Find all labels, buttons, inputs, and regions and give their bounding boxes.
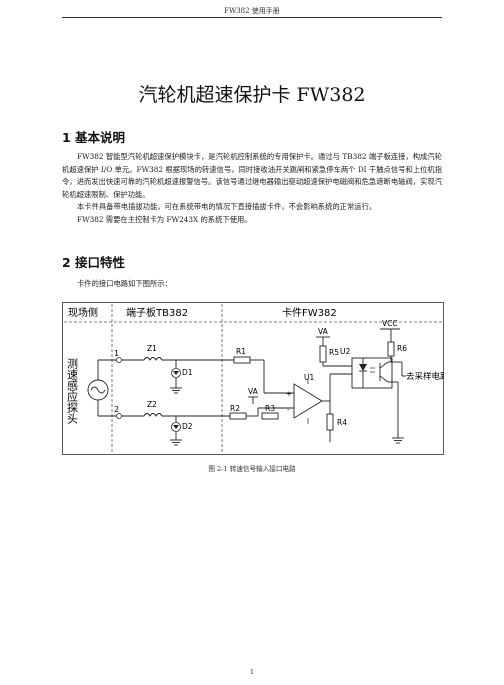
led-icon: [359, 364, 367, 371]
r6-label: R6: [397, 344, 407, 353]
d1-label: D1: [182, 368, 193, 377]
region-card-label: 卡件FW382: [282, 306, 337, 319]
circuit-diagram: 现场侧 端子板TB382 卡件FW382 测速感应探头 1 2 Z1 Z2 D1…: [62, 302, 444, 455]
d2-label: D2: [182, 422, 193, 431]
diode-d1-icon: [171, 368, 181, 378]
opamp-minus-label: -: [287, 406, 290, 414]
u2-label: U2: [340, 347, 350, 356]
resistor-r1-icon: [233, 356, 251, 364]
r2-label: R2: [230, 404, 240, 413]
va-label-2: VA: [318, 327, 329, 336]
opamp-u1-icon: [293, 383, 323, 419]
section-1-paragraph-1: FW382 智能型汽轮机超速保护模块卡，是汽轮机控制系统的专用保护卡。通过与 T…: [62, 152, 442, 199]
resistor-r6-icon: [387, 341, 395, 357]
resistor-r5-icon: [319, 345, 327, 363]
interface-circuit-figure: 现场侧 端子板TB382 卡件FW382 测速感应探头 1 2 Z1 Z2 D1…: [62, 302, 444, 455]
sensor-label: 测速感应探头: [66, 358, 79, 424]
optocoupler-u2-icon: [351, 357, 393, 389]
section-1-heading: 1 基本说明: [62, 130, 126, 145]
terminal-1-icon: [116, 357, 122, 363]
figure-caption: 图 2-1 转速信号输入接口电路: [208, 465, 296, 473]
resistor-r4-icon: [326, 413, 334, 431]
running-header: FW382 使用手册: [224, 7, 280, 15]
opamp-plus-label: +: [286, 390, 292, 398]
page-number: 1: [249, 668, 255, 676]
output-label: 去采样电路: [406, 371, 444, 382]
r5-label: R5: [329, 348, 339, 357]
resistor-r2-icon: [229, 412, 247, 420]
u1-label: U1: [304, 373, 314, 382]
section-1-paragraph-3: FW382 需要在主控制卡为 FW243X 的系统下使用。: [77, 214, 252, 224]
diode-d2-icon: [171, 422, 181, 432]
resistor-r3-icon: [261, 412, 279, 420]
terminal-2-icon: [116, 413, 122, 419]
header-rule: [62, 17, 442, 18]
section-2-intro: 卡件的接口电路如下图所示：: [62, 278, 442, 291]
region-field-label: 现场侧: [68, 306, 98, 319]
document-title: 汽轮机超速保护卡 FW382: [138, 84, 366, 106]
vcc-label: VCC: [382, 319, 398, 328]
r3-label: R3: [265, 404, 275, 413]
section-1-paragraph-2: 本卡件具备带电插拔功能，可在系统带电的情况下直接插拔卡件，不会影响系统的正常运行…: [77, 202, 377, 212]
terminal-1-label: 1: [114, 349, 119, 358]
inductor-z1-icon: [143, 357, 163, 361]
z2-label: Z2: [147, 400, 157, 409]
terminal-2-label: 2: [114, 405, 119, 414]
r4-label: R4: [337, 418, 347, 427]
section-2-intro-text: 卡件的接口电路如下图所示：: [77, 279, 172, 288]
section-1-body: FW382 智能型汽轮机超速保护模块卡，是汽轮机控制系统的专用保护卡。通过与 T…: [62, 151, 442, 227]
z1-label: Z1: [147, 344, 157, 353]
va-label-1: VA: [248, 387, 259, 396]
inductor-z2-icon: [143, 413, 163, 417]
region-terminal-label: 端子板TB382: [126, 306, 188, 319]
section-2-heading: 2 接口特性: [62, 255, 126, 270]
sine-wave-icon: [90, 386, 106, 394]
figure-frame: [62, 302, 444, 455]
r1-label: R1: [236, 347, 246, 356]
